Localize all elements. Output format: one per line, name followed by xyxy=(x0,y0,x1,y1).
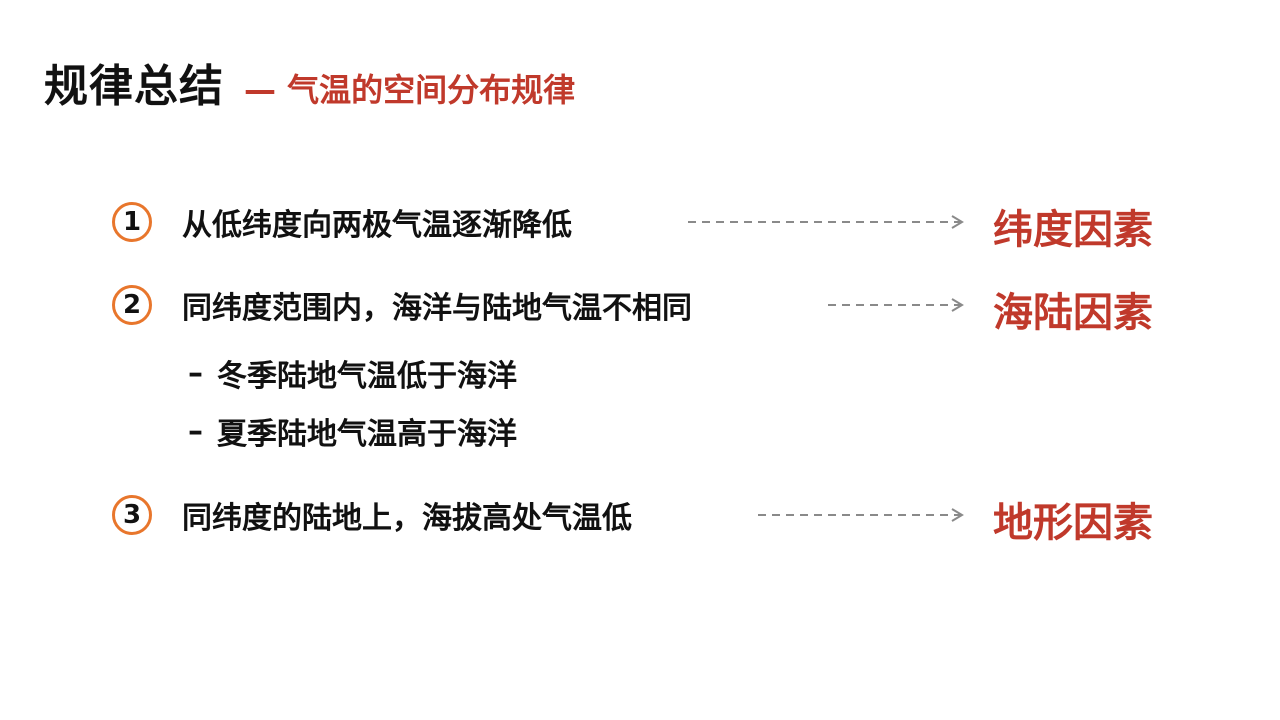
dashed-arrow-icon xyxy=(688,215,964,229)
sub-item-winter: – 冬季陆地气温低于海洋 xyxy=(188,353,517,395)
item-number: 3 xyxy=(122,500,142,530)
sub-item-text: 冬季陆地气温低于海洋 xyxy=(217,359,517,394)
dashed-arrow-icon xyxy=(828,298,964,312)
circled-number-icon: 1 xyxy=(112,202,152,242)
item-number: 1 xyxy=(122,207,142,237)
rule-text: 从低纬度向两极气温逐渐降低 xyxy=(182,208,572,243)
sub-item-summer: – 夏季陆地气温高于海洋 xyxy=(188,411,517,453)
rule-text: 同纬度的陆地上，海拔高处气温低 xyxy=(182,501,632,536)
circled-number-icon: 2 xyxy=(112,285,152,325)
bullet-dash: – xyxy=(188,355,203,391)
rule-text: 同纬度范围内，海洋与陆地气温不相同 xyxy=(182,291,692,326)
sub-item-text: 夏季陆地气温高于海洋 xyxy=(217,417,517,452)
factor-label-land-sea: 海陆因素 xyxy=(993,290,1153,336)
page-title: 规律总结 xyxy=(44,61,224,112)
circled-number-icon: 3 xyxy=(112,495,152,535)
rule-item-1: 1 从低纬度向两极气温逐渐降低 xyxy=(112,197,572,247)
factor-label-terrain: 地形因素 xyxy=(993,500,1153,546)
title-row: 规律总结 — 气温的空间分布规律 xyxy=(44,50,575,114)
rule-item-3: 3 同纬度的陆地上，海拔高处气温低 xyxy=(112,490,632,540)
rule-item-2: 2 同纬度范围内，海洋与陆地气温不相同 xyxy=(112,280,692,330)
item-number: 2 xyxy=(122,290,142,320)
page-subtitle: — 气温的空间分布规律 xyxy=(244,71,576,109)
bullet-dash: – xyxy=(188,413,203,449)
factor-label-latitude: 纬度因素 xyxy=(993,207,1153,253)
dashed-arrow-icon xyxy=(758,508,964,522)
